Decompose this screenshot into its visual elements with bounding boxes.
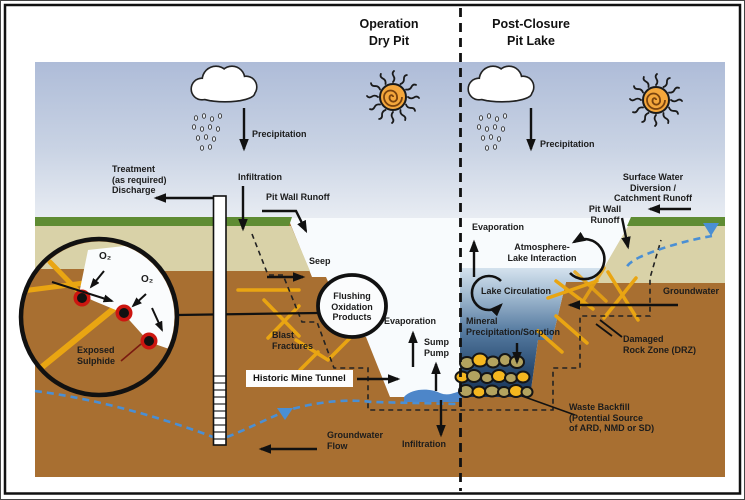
water-table-line [34,234,713,439]
label-treatment-discharge: Treatment (as required) Discharge [112,164,167,196]
label-evaporation-left: Evaporation [384,316,437,326]
label-mineral-precipitation: Mineral Precipitation/Sorption [466,316,561,337]
grass-right [627,217,725,226]
exposed-sulphide-dots [73,289,158,350]
dewatering-well [212,195,227,446]
panel-title-post-closure: Post-Closure Pit Lake [492,17,570,48]
earth-cross-section [35,218,725,477]
label-flushing-oxidation: Flushing Oxidation Products [331,291,373,323]
label-atmosphere-lake-interaction: Atmosphere- Lake Interaction [507,242,577,263]
exposed-sulphide-pointer [120,343,142,362]
label-groundwater-right: Groundwater [663,286,720,296]
grass-left [35,217,292,226]
label-pit-wall-runoff-left: Pit Wall Runoff [266,192,330,202]
label-waste-backfill: Waste Backfill (Potential Source of ARD,… [569,402,655,434]
drz-pointer [599,319,623,338]
atmosphere-lake-circulation-arrow [569,231,606,281]
pit-wall-runoff-arrow-right [620,217,631,250]
label-precipitation-left: Precipitation [252,129,307,139]
waste-backfill-pointer [521,395,576,416]
label-surface-water-diversion: Surface Water Diversion / Catchment Runo… [614,172,692,204]
label-damaged-rock-zone: Damaged Rock Zone (DRZ) [623,334,696,355]
label-lake-circulation: Lake Circulation [481,286,552,296]
label-seep: Seep [309,256,331,266]
damaged-rock-zone-boundary [251,233,662,411]
label-precipitation-right: Precipitation [540,139,595,149]
pit-wall-runoff-arrow-left [262,209,308,234]
water-table-marker-left [277,408,293,420]
label-infiltration-top: Infiltration [238,172,282,182]
waste-backfill-rocks [454,352,534,399]
label-infiltration-bottom: Infiltration [402,439,446,449]
label-oxygen-first: O₂ [99,251,112,262]
label-sump-pump: Sump Pump [424,337,450,358]
inner-frame [3,3,742,495]
label-historic-mine-tunnel: Historic Mine Tunnel [246,370,353,388]
label-oxygen-second: O₂ [141,274,154,285]
label-groundwater-flow: Groundwater Flow [327,430,384,451]
panel-title-operation: Operation Dry Pit [359,17,419,48]
label-exposed-sulphide: Exposed Sulphide [77,345,115,366]
magnifier-connector-line [176,311,319,317]
oxygen-arrows [51,270,163,332]
label-blast-fractures: Blast Fractures [272,330,314,351]
lake-circulation-arrow [470,274,503,317]
blast-fracture-lines-left [236,288,352,372]
label-evaporation-right: Evaporation [472,222,525,232]
flushing-oxidation-circle [316,273,388,339]
drz-pointer-tick [595,323,613,337]
well-screen [213,375,226,440]
sump-pool [404,389,462,402]
label-pit-wall-runoff-right: Pit Wall Runoff [588,204,622,225]
water-table-marker-right [703,223,719,236]
